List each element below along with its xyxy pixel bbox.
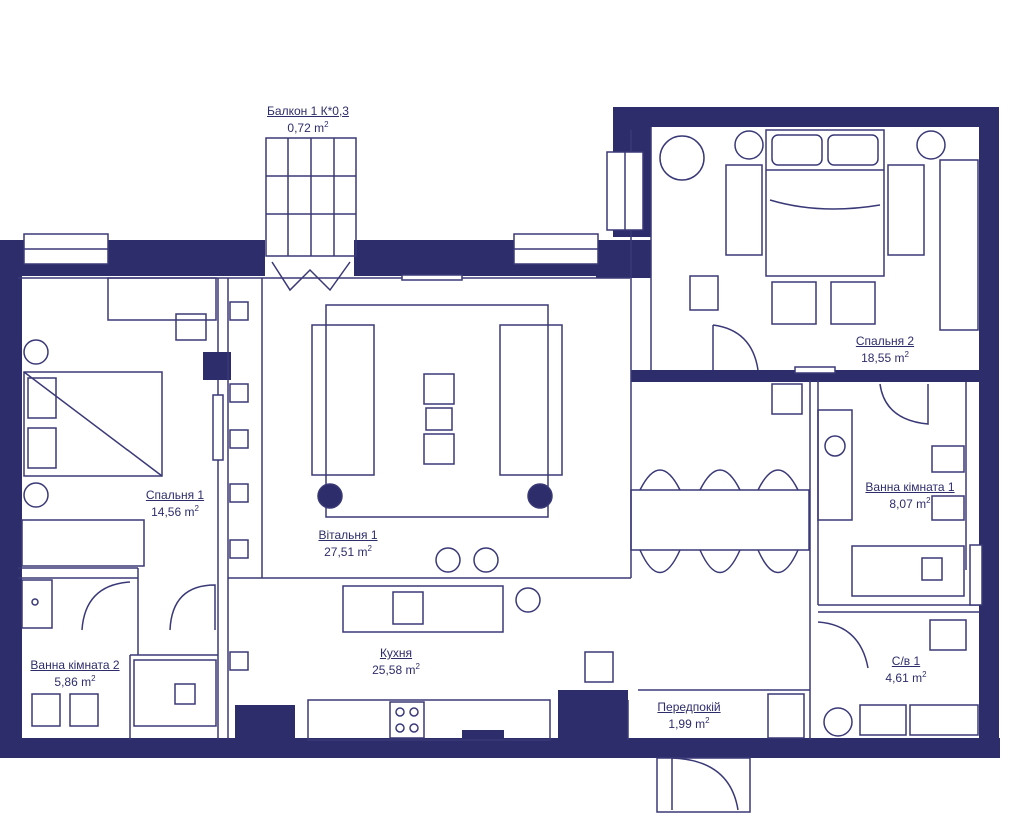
room-area: 14,56 m2 [151,504,199,519]
bedroom2-label: Спальня 2 18,55 m2 [840,334,930,365]
living-furniture [229,301,563,671]
room-name: Ванна кімната 2 [30,658,120,672]
interior-walls [18,127,980,740]
room-area: 1,99 m2 [668,716,710,731]
room-area: 25,58 m2 [372,662,420,677]
room-name: Вітальня 1 [318,528,378,542]
room-name: Кухня [379,646,413,660]
room-name: Спальня 1 [145,488,205,502]
room-name: С/в 1 [891,654,921,668]
wc-label: С/в 1 4,61 m2 [866,654,946,685]
room-name: Передпокій [657,700,721,714]
hall-label: Передпокій 1,99 m2 [644,700,734,731]
room-area: 4,61 m2 [885,670,927,685]
windows [23,151,983,606]
bedroom1-label: Спальня 1 14,56 m2 [130,488,220,519]
bath2-fixtures [21,579,217,727]
bath1-label: Ванна кімната 1 8,07 m2 [852,480,968,511]
hall-fixtures [656,693,805,813]
room-name: Спальня 2 [855,334,915,348]
dining-furniture [307,383,810,741]
bath1-fixtures [817,383,965,597]
wc-fixtures [817,619,979,737]
kitchen-label: Кухня 25,58 m2 [348,646,444,677]
room-area: 8,07 m2 [889,496,931,511]
room-area: 5,86 m2 [54,674,96,689]
bedroom1-furniture [21,277,217,631]
room-area: 0,72 m2 [287,120,329,135]
balcony-grid [265,137,357,292]
balcony-label: Балкон 1 К*0,3 0,72 m2 [256,104,360,135]
room-area: 27,51 m2 [324,544,372,559]
room-name: Балкон 1 К*0,3 [267,104,349,118]
bedroom2-furniture [659,129,979,371]
bath2-label: Ванна кімната 2 5,86 m2 [20,658,130,689]
room-area: 18,55 m2 [861,350,909,365]
living-label: Вітальня 1 27,51 m2 [300,528,396,559]
room-name: Ванна кімната 1 [865,480,955,494]
